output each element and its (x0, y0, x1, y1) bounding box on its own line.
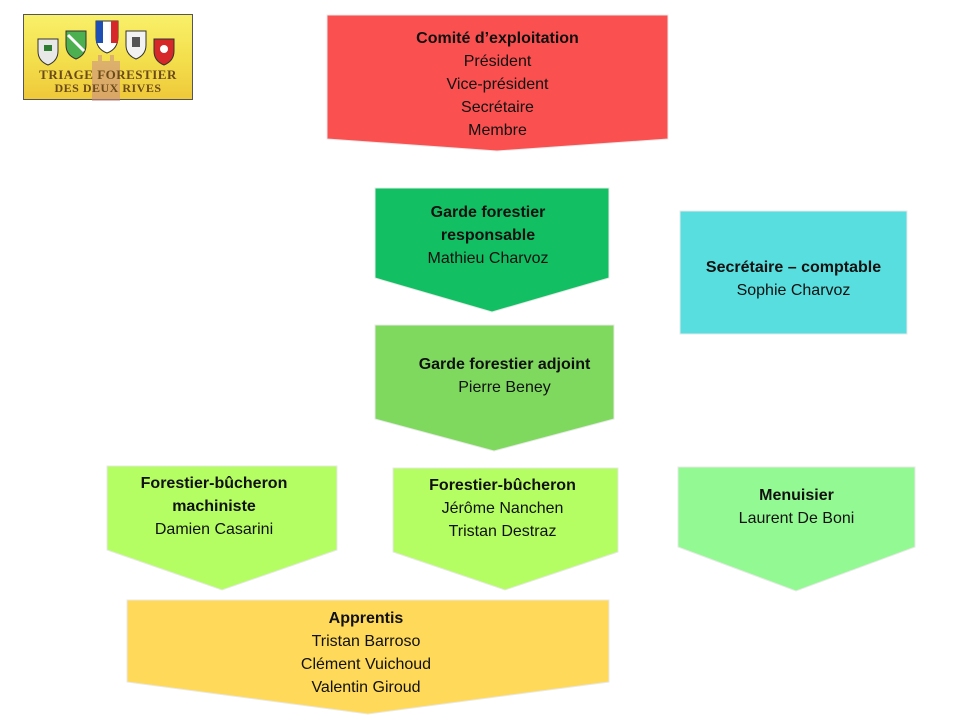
comite-title: Comité d’exploitation (416, 30, 579, 47)
bucheron-title: Forestier-bûcheron (429, 477, 576, 494)
bucheron-machiniste-name: Damien Casarini (154, 521, 274, 538)
secretaire-title: Secrétaire – comptable (705, 259, 882, 276)
menuisier-shape (677, 466, 916, 592)
apprentis-name-1: Tristan Barroso (311, 633, 421, 650)
comite-exploitation-box: Comité d’exploitation Président Vice-pré… (326, 14, 669, 152)
adjoint-shape (374, 324, 615, 452)
comite-line-vice-president: Vice-président (446, 76, 549, 93)
apprentis-shape (126, 599, 610, 715)
logo-text-line1: TRIAGE FORESTIER (39, 67, 177, 82)
secretaire-name: Sophie Charvoz (736, 282, 851, 299)
menuisier-title: Menuisier (759, 487, 834, 504)
bucheron-machiniste-title-1: Forestier-bûcheron (140, 475, 288, 492)
apprentis-box: Apprentis Tristan Barroso Clément Vuicho… (126, 599, 610, 716)
comite-line-president: Président (463, 53, 532, 70)
logo: TRIAGE FORESTIER DES DEUX RIVES (23, 14, 193, 101)
logo-text-line2: DES DEUX RIVES (54, 81, 162, 95)
garde-title-1: Garde forestier (430, 204, 546, 221)
garde-shape (374, 187, 610, 313)
coat-of-arms-icon (37, 20, 175, 101)
forestier-bucheron-machiniste-box: Forestier-bûcheron machiniste Damien Cas… (106, 465, 338, 591)
menuisier-name: Laurent De Boni (738, 510, 855, 527)
bucheron-name-2: Tristan Destraz (448, 523, 557, 540)
comite-shape (326, 14, 669, 152)
menuisier-box: Menuisier Laurent De Boni (677, 466, 916, 592)
garde-forestier-adjoint-box: Garde forestier adjoint Pierre Beney (374, 324, 615, 452)
apprentis-name-2: Clément Vuichoud (300, 656, 432, 673)
apprentis-title: Apprentis (328, 610, 404, 627)
bucheron-name-1: Jérôme Nanchen (441, 500, 564, 517)
adjoint-name: Pierre Beney (458, 379, 551, 396)
apprentis-name-3: Valentin Giroud (311, 679, 421, 696)
garde-name: Mathieu Charvoz (427, 250, 549, 267)
secretaire-shape (679, 210, 908, 335)
adjoint-title: Garde forestier adjoint (418, 356, 591, 373)
comite-line-secretaire: Secrétaire (461, 99, 534, 116)
garde-forestier-responsable-box: Garde forestier responsable Mathieu Char… (374, 187, 610, 313)
bucheron-machiniste-shape (106, 465, 338, 591)
bucheron-shape (392, 467, 619, 591)
forestier-bucheron-box: Forestier-bûcheron Jérôme Nanchen Trista… (392, 467, 619, 591)
secretaire-comptable-box: Secrétaire – comptable Sophie Charvoz (679, 210, 908, 335)
garde-title-2: responsable (440, 227, 536, 244)
comite-line-membre: Membre (468, 122, 527, 139)
bucheron-machiniste-title-2: machiniste (172, 498, 256, 515)
